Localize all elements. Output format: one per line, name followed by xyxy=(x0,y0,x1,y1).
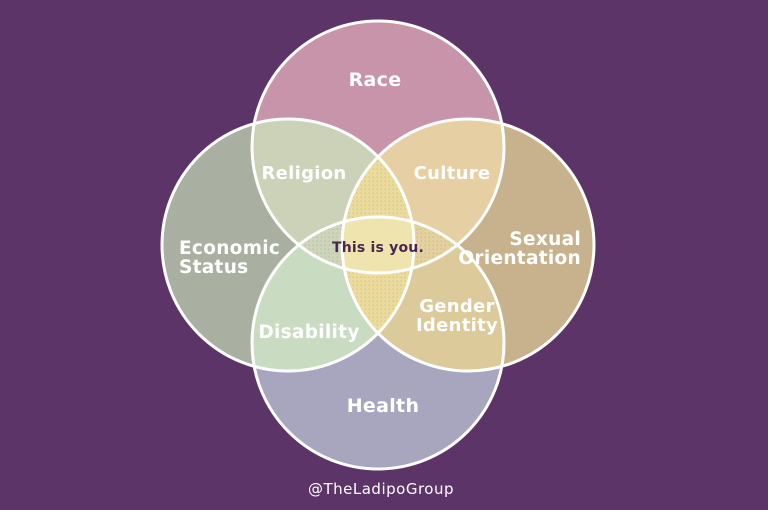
label-gender-line1: Gender xyxy=(419,296,495,317)
label-religion: Religion xyxy=(261,163,346,184)
outline-sexual-orientation xyxy=(340,117,596,373)
outline-economic-status xyxy=(160,117,416,373)
label-economic-line1: Economic xyxy=(179,238,280,259)
label-gender-line2: Identity xyxy=(416,315,498,336)
label-sexual-line2: Orientation xyxy=(458,248,581,269)
label-health: Health xyxy=(347,395,420,417)
label-disability: Disability xyxy=(258,322,359,343)
label-sexual-line1: Sexual xyxy=(509,229,581,250)
label-culture: Culture xyxy=(414,163,491,184)
outline-health xyxy=(250,215,506,471)
label-this-is-you: This is you. xyxy=(332,240,424,256)
credit-handle: @TheLadipoGroup xyxy=(308,480,454,498)
label-economic-line2: Status xyxy=(179,257,248,278)
label-race: Race xyxy=(349,69,402,91)
outline-race xyxy=(250,19,506,275)
